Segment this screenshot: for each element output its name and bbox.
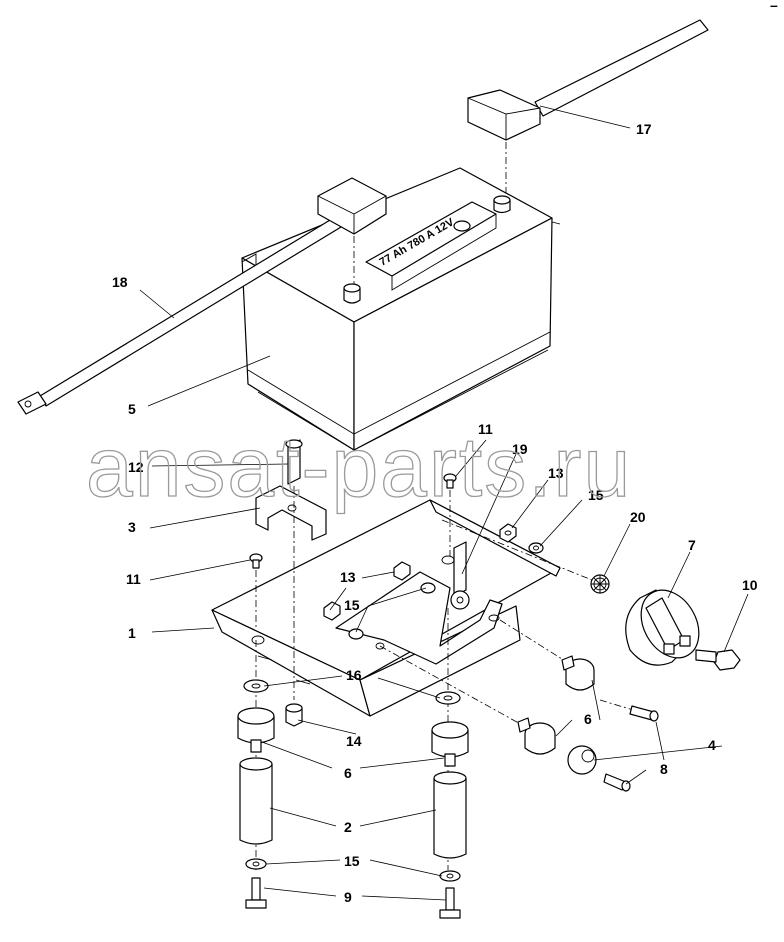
nut-13-upper <box>499 523 517 543</box>
lock-washer-20 <box>590 574 610 594</box>
rubber-mount-6-right <box>561 655 595 691</box>
callout-16: 16 <box>346 667 362 683</box>
callout-5: 5 <box>128 401 136 417</box>
callout-15-bottom: 15 <box>344 853 360 869</box>
callout-3: 3 <box>128 519 136 535</box>
callout-6-left: 6 <box>344 765 352 781</box>
clamp-bracket-3 <box>255 485 327 541</box>
washer-16 <box>243 679 461 705</box>
isolator-switch-7 <box>625 589 700 666</box>
corner-mark: – <box>770 0 778 13</box>
rubber-mount-6-left <box>237 707 275 753</box>
callout-18: 18 <box>112 274 128 290</box>
rubber-mount-6-center <box>431 721 469 767</box>
callout-17: 17 <box>636 121 652 137</box>
nut-13-left <box>323 561 411 621</box>
callout-4: 4 <box>708 737 716 753</box>
callout-15-mid: 15 <box>344 597 360 613</box>
spacer-tube-2-left <box>239 757 273 845</box>
strap-19 <box>450 541 470 610</box>
battery-5: 77 Ah 780 A 12V <box>241 167 561 451</box>
callout-10: 10 <box>742 577 758 593</box>
screw-8-lower <box>603 773 631 792</box>
cable-18 <box>17 177 387 415</box>
bolt-9-right <box>439 887 461 919</box>
callout-labels: 17 18 5 11 19 12 13 15 3 20 7 10 11 13 1… <box>112 121 758 905</box>
callout-19: 19 <box>512 441 528 457</box>
callout-1: 1 <box>128 625 136 641</box>
spacer-tube-2-right <box>433 771 467 859</box>
bolt-9-left <box>245 877 267 909</box>
callout-15-top: 15 <box>588 487 604 503</box>
callout-11-top: 11 <box>478 421 493 437</box>
watermark-text: ansat-parts.ru <box>86 420 632 514</box>
bolt-12 <box>285 439 303 700</box>
callout-6-right: 6 <box>584 711 592 727</box>
callout-8-upper: 8 <box>660 761 668 777</box>
spacer-4 <box>567 745 597 775</box>
callout-2: 2 <box>344 819 352 835</box>
washer-15-middle <box>348 582 436 640</box>
callout-20: 20 <box>630 509 646 525</box>
washer-15-upper <box>528 542 544 554</box>
callout-13-mid: 13 <box>340 569 356 585</box>
cable-17 <box>467 19 709 196</box>
rubber-mount-6-mid <box>517 717 556 755</box>
bolt-10 <box>695 649 741 671</box>
screw-8-upper <box>629 705 659 722</box>
callout-14: 14 <box>346 733 362 749</box>
callout-7: 7 <box>688 537 696 553</box>
screw-11-left <box>249 553 263 630</box>
leader-lines <box>139 105 749 901</box>
battery-tray-1 <box>211 499 561 717</box>
callout-12: 12 <box>128 459 144 475</box>
nut-14 <box>285 703 303 727</box>
screw-11-right <box>443 473 457 556</box>
callout-9: 9 <box>344 889 352 905</box>
callout-11-left: 11 <box>126 571 141 587</box>
callout-13-top: 13 <box>548 465 564 481</box>
